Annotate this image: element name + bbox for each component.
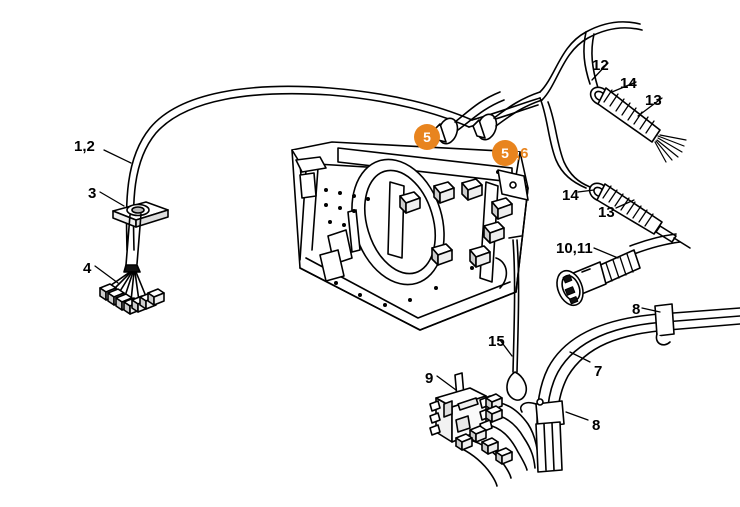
grommet-cable-tails xyxy=(454,91,543,131)
main-harness-cable xyxy=(125,85,473,251)
cable-tie-lower xyxy=(520,398,565,428)
label-13-lower: 13 xyxy=(598,204,615,221)
cable-12-to-connector xyxy=(583,31,599,89)
label-10-11: 10,11 xyxy=(556,240,593,257)
label-7: 7 xyxy=(594,363,603,380)
callout-marker-5-6[interactable]: 5 xyxy=(492,140,518,166)
label-8-upper: 8 xyxy=(632,301,641,318)
connector-lower-14-13 xyxy=(588,182,691,249)
label-12: 12 xyxy=(592,57,609,74)
label-1-2: 1,2 xyxy=(74,138,95,155)
cable-tie-upper xyxy=(654,303,675,346)
lead-terminals xyxy=(455,393,513,465)
cable-bracket-grommet xyxy=(112,201,169,228)
label-9: 9 xyxy=(425,370,434,387)
terminal-fan-connector xyxy=(99,264,165,315)
callout-marker-5-6-suffix: ,6 xyxy=(516,145,529,162)
label-14-upper: 14 xyxy=(620,75,637,92)
cable-lower-13-run xyxy=(539,97,591,189)
label-14-lower: 14 xyxy=(562,187,579,204)
cable-grommet-right xyxy=(472,113,498,141)
label-13-upper: 13 xyxy=(645,92,662,109)
connector-upper-14-13 xyxy=(589,86,687,163)
wire-15 xyxy=(506,239,528,401)
cable-clips xyxy=(399,178,513,268)
harness-lower-run xyxy=(125,213,142,266)
callout-marker-5[interactable]: 5 xyxy=(414,124,440,150)
wire-15-anchor xyxy=(508,235,522,239)
label-15: 15 xyxy=(488,333,505,350)
label-3: 3 xyxy=(88,185,97,202)
leader-lines xyxy=(94,62,663,421)
wire-bundle-sleeve xyxy=(535,421,563,473)
label-8-lower: 8 xyxy=(592,417,601,434)
plug-connector-10-11 xyxy=(556,233,681,307)
label-4: 4 xyxy=(83,260,92,277)
